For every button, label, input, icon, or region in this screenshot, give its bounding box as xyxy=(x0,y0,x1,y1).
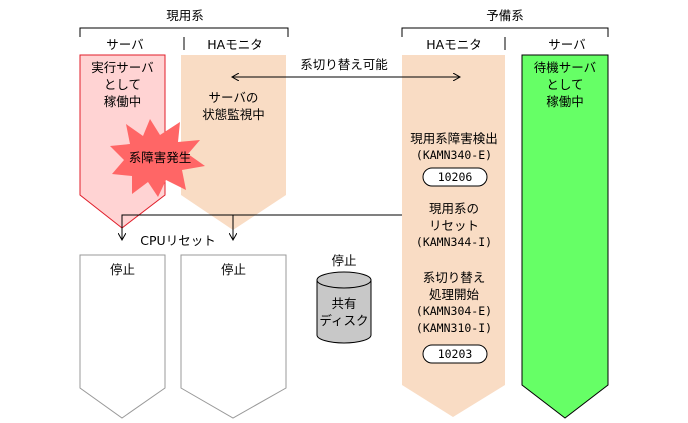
cpu-reset-connector xyxy=(122,214,402,240)
switchable-label: 系切り替え可能 xyxy=(300,57,388,72)
switch-code-badge xyxy=(422,344,488,364)
standby-server-status-line: 待機サーバ xyxy=(533,60,597,75)
detect-code-badge xyxy=(422,167,488,187)
active-ha-status-line: 状態監視中 xyxy=(202,107,265,122)
cpu-reset-label: CPUリセット xyxy=(140,233,216,248)
failure-label: 系障害発生 xyxy=(128,150,192,165)
stopped-server-label: 停止 xyxy=(109,262,135,277)
reset-message-id: (KAMN344-I) xyxy=(415,235,493,249)
standby-ha-monitor-shape xyxy=(402,55,505,417)
disk-label-line: 共有 xyxy=(331,296,357,311)
switch-code: 10203 xyxy=(437,347,473,361)
switch-message: 処理開始 xyxy=(428,287,479,302)
active-ha-monitor-shape xyxy=(181,55,286,230)
standby-ha-header: HAモニタ xyxy=(426,37,482,52)
standby-group-label: 予備系 xyxy=(486,8,524,23)
active-group-label: 現用系 xyxy=(166,8,204,23)
standby-group-bracket xyxy=(401,27,609,37)
active-server-status-line: 稼働中 xyxy=(103,94,142,109)
reset-message: 現用系の xyxy=(428,201,479,216)
detect-message: 現用系障害検出 xyxy=(410,131,498,146)
standby-server-status-line: 稼働中 xyxy=(546,94,584,109)
active-server-status-line: として xyxy=(103,77,142,92)
active-group-bracket xyxy=(79,27,289,37)
active-ha-status-line: サーバの xyxy=(208,90,259,105)
shared-disk-top xyxy=(316,271,372,289)
switch-message-id: (KAMN310-I) xyxy=(415,321,493,335)
switch-message: 系切り替え xyxy=(422,270,486,285)
switch-message-id: (KAMN304-E) xyxy=(415,304,493,318)
detect-message-id: (KAMN340-E) xyxy=(415,148,493,162)
detect-code: 10206 xyxy=(437,170,473,184)
standby-server-header: サーバ xyxy=(548,37,586,52)
failure-burst-shape xyxy=(110,119,205,197)
active-server-header: サーバ xyxy=(106,37,144,52)
active-server-status-line: 実行サーバ xyxy=(91,60,154,75)
shared-disk-body xyxy=(316,279,372,344)
reset-message: リセット xyxy=(428,218,479,233)
disk-status-label: 停止 xyxy=(331,253,357,268)
stopped-ha-shape xyxy=(180,254,287,419)
disk-label-line: ディスク xyxy=(319,313,369,328)
stopped-ha-label: 停止 xyxy=(220,262,246,277)
standby-server-status-line: として xyxy=(546,77,584,92)
stopped-server-shape xyxy=(79,254,166,419)
active-ha-header: HAモニタ xyxy=(207,37,263,52)
standby-server-shape xyxy=(521,54,609,419)
